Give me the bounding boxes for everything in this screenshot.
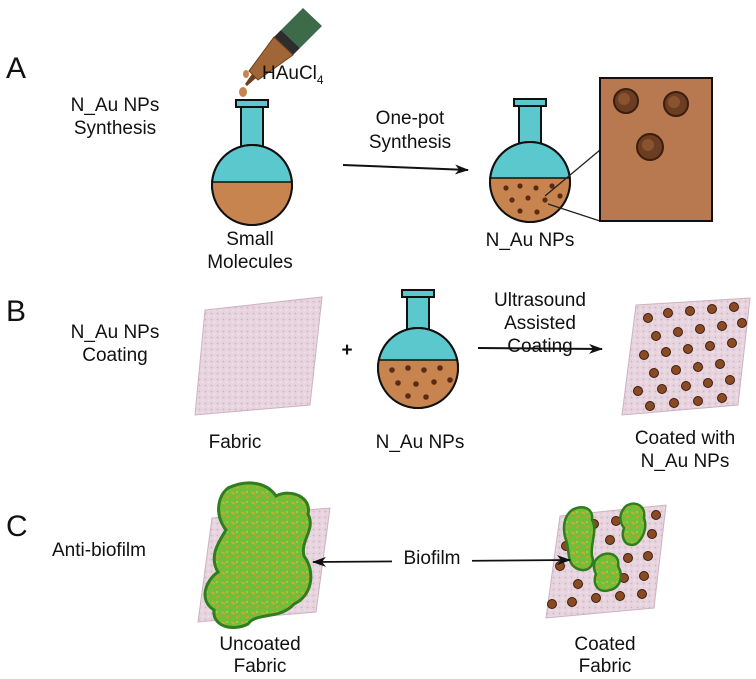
flask-nanoparticles-b [377,289,459,409]
flask-nanoparticles-a [489,98,571,223]
nanoparticle-zoom-inset [599,77,713,222]
product-label: N_Au NPs [485,230,575,251]
coated-label-line1: Coated [574,634,636,655]
fabric-uncoated-biofilm [197,481,331,629]
fabric-plain [194,296,323,416]
flask-b-label: N_Au NPs [375,432,465,453]
panel-b-title-line2: Coating [82,345,148,366]
panel-a-title-line1: N_Au NPs [70,95,160,116]
panel-c-title: Anti-biofilm [52,540,146,561]
plus-sign: + [341,340,353,361]
start-label-line1: Small [226,229,274,250]
coating-arrow [477,343,603,354]
flask-small-molecules [211,99,293,226]
dropper-icon [239,8,322,97]
panel-b-title-line1: N_Au NPs [70,322,160,343]
panel-letter-c: C [6,510,28,543]
result-label-line2: N_Au NPs [640,451,730,472]
start-label-line2: Molecules [207,252,293,273]
uncoated-label-line1: Uncoated [219,634,301,655]
synthesis-arrow [342,164,469,175]
arrow-label-line2: Synthesis [368,132,452,153]
reagent-label: HAuCl4 [262,63,324,87]
arrow-b-label-line2: Assisted [504,313,576,334]
arrow-b-label-line3: Coating [507,336,573,357]
arrow-b-label-line1: Ultrasound [494,290,586,311]
panel-a-title-line2: Synthesis [73,118,157,139]
fabric-coated [621,297,751,416]
panel-letter-b: B [6,295,27,328]
coated-label-line2: Fabric [578,656,632,677]
result-label-line1: Coated with [634,428,736,449]
uncoated-label-line2: Fabric [233,656,287,677]
arrow-label-line1: One-pot [375,108,445,129]
panel-letter-a: A [6,52,27,85]
fabric-label: Fabric [208,432,262,453]
biofilm-label: Biofilm [403,548,461,569]
